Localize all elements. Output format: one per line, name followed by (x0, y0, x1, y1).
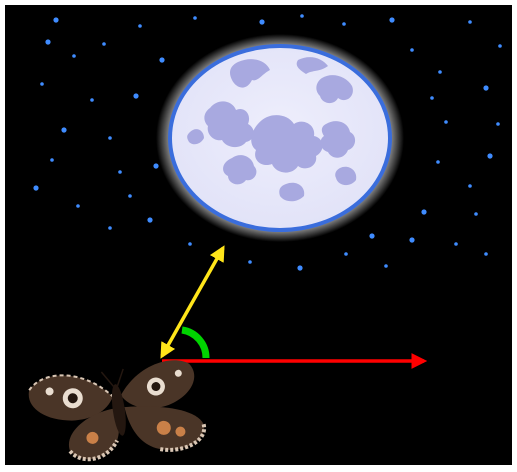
moth-antennae (100, 368, 124, 387)
star (389, 17, 395, 23)
star (90, 98, 94, 102)
star (496, 122, 500, 126)
star (118, 170, 122, 174)
star (468, 184, 472, 188)
moth-spot (156, 420, 171, 435)
moth-body (111, 384, 126, 436)
star (193, 16, 197, 20)
star (468, 20, 472, 24)
moth-spot (175, 426, 186, 437)
star (438, 70, 442, 74)
star (188, 242, 192, 246)
star (108, 226, 112, 230)
star (40, 82, 44, 86)
star (484, 252, 488, 256)
star (33, 185, 39, 191)
star-field (33, 14, 502, 271)
moonlight-arrow-icon (160, 245, 225, 359)
angle-arc-icon (181, 326, 210, 359)
star (72, 54, 76, 58)
star (344, 252, 348, 256)
star (50, 158, 54, 162)
star (444, 120, 448, 124)
star (454, 242, 458, 246)
star (421, 209, 427, 215)
star (153, 163, 159, 169)
moon-icon (156, 34, 404, 242)
moth-eyespot-center (151, 382, 161, 392)
star (297, 265, 303, 271)
star (300, 14, 304, 18)
star (369, 233, 375, 239)
star (436, 160, 440, 164)
star (102, 42, 106, 46)
moon-maria (187, 57, 357, 202)
star (498, 44, 502, 48)
moth-eyespot-center (67, 393, 78, 404)
star (483, 85, 489, 91)
star (474, 212, 478, 216)
star (133, 93, 139, 99)
star (384, 264, 388, 268)
star (45, 39, 51, 45)
star (248, 260, 252, 264)
star (430, 96, 434, 100)
moth-right-hindwing-edge (158, 423, 207, 452)
moth-spot (174, 369, 182, 377)
star (410, 48, 414, 52)
moth-left-hindwing-edge (68, 439, 119, 462)
star (487, 153, 493, 159)
star (342, 22, 346, 26)
star (128, 194, 132, 198)
moth-icon (28, 360, 207, 462)
moth-spot (86, 431, 99, 444)
star (76, 204, 80, 208)
star (147, 217, 153, 223)
star (138, 24, 142, 28)
star (159, 57, 165, 63)
star (61, 127, 67, 133)
star (108, 136, 112, 140)
star (409, 237, 415, 243)
star (53, 17, 59, 23)
moth-left-forewing-edge (28, 374, 114, 398)
star (259, 19, 265, 25)
moth-spot (45, 387, 54, 396)
